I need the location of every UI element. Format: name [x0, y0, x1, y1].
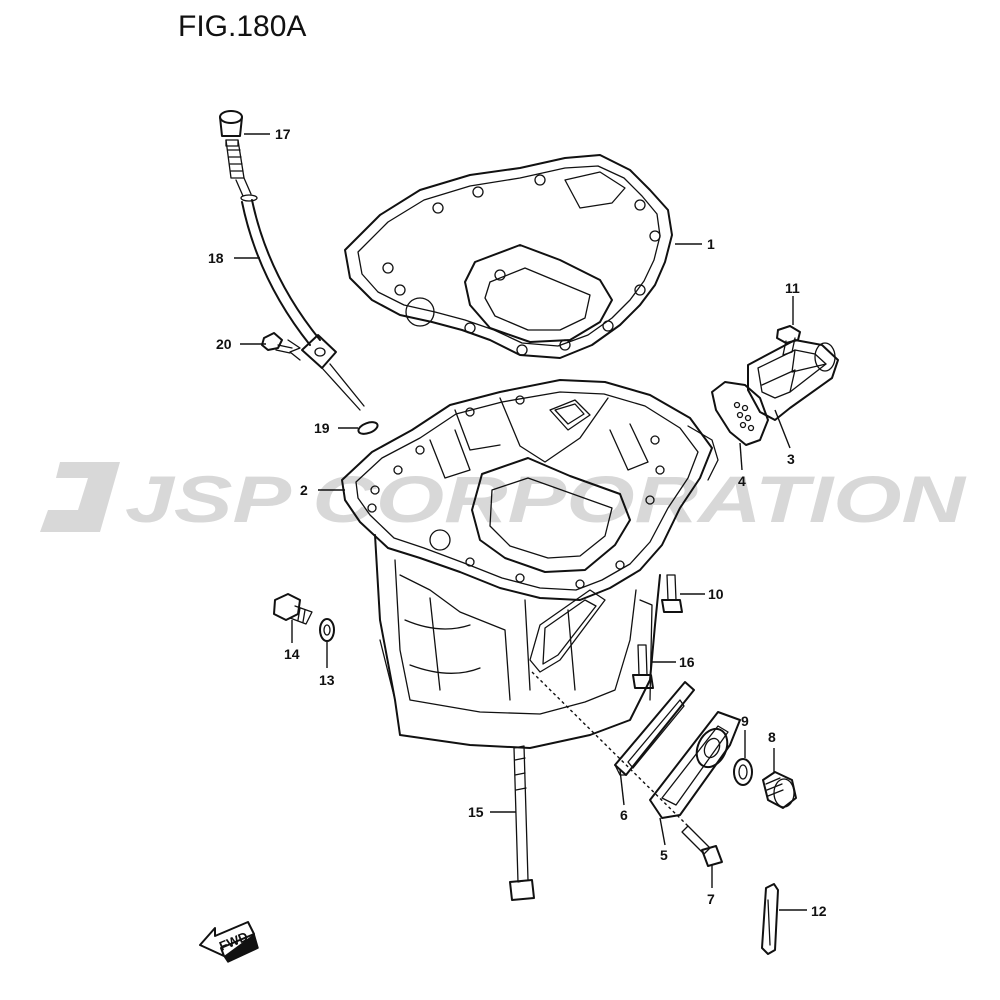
callout-18: 18 [208, 250, 224, 266]
callout-3: 3 [787, 451, 795, 467]
callout-15: 15 [468, 804, 484, 820]
leader-lines [234, 133, 807, 911]
part-13-washer [319, 618, 335, 642]
part-11-bolt [776, 325, 801, 356]
part-12-clip [761, 883, 779, 955]
part-4-breather-gasket [711, 381, 769, 446]
callout-13: 13 [319, 672, 335, 688]
callout-12: 12 [811, 903, 827, 919]
callout-4: 4 [738, 473, 746, 489]
part-3-breather-cover [747, 339, 839, 421]
part-18-dipstick-tube [235, 177, 365, 411]
part-15-long-bolt [509, 745, 535, 901]
callout-11: 11 [785, 280, 800, 296]
part-2-oil-pan [341, 379, 719, 749]
part-19-o-ring [357, 421, 379, 435]
part-5-cover [649, 711, 741, 819]
part-7-bolt [681, 825, 723, 867]
callout-5: 5 [660, 847, 668, 863]
part-16-bolt [632, 644, 654, 689]
callout-2: 2 [300, 482, 308, 498]
callout-9: 9 [741, 713, 749, 729]
part-17-dipstick-handle [219, 110, 245, 179]
callout-16: 16 [679, 654, 695, 670]
callout-19: 19 [314, 420, 330, 436]
callout-17: 17 [275, 126, 291, 142]
watermark-text: JSP CORPORATION [125, 462, 967, 536]
callout-8: 8 [768, 729, 776, 745]
part-20-bolt [261, 332, 301, 361]
fwd-arrow-icon: FWD [199, 921, 259, 963]
callout-1: 1 [707, 236, 715, 252]
callout-labels: 1 2 3 4 5 6 7 8 9 10 11 12 13 14 15 16 1… [208, 126, 827, 919]
part-8-plug [762, 771, 797, 809]
callout-7: 7 [707, 891, 715, 907]
part-1-gasket [344, 154, 673, 359]
figure-title: FIG.180A [178, 10, 307, 43]
part-9-ring [733, 758, 753, 786]
part-10-bolt [661, 574, 683, 613]
part-6-gasket [614, 681, 695, 776]
part-14-drain-bolt [273, 593, 313, 625]
watermark: JSP CORPORATION [40, 462, 967, 536]
callout-10: 10 [708, 586, 724, 602]
watermark-logo [40, 462, 120, 532]
callout-14: 14 [284, 646, 300, 662]
callout-20: 20 [216, 336, 232, 352]
callout-6: 6 [620, 807, 628, 823]
